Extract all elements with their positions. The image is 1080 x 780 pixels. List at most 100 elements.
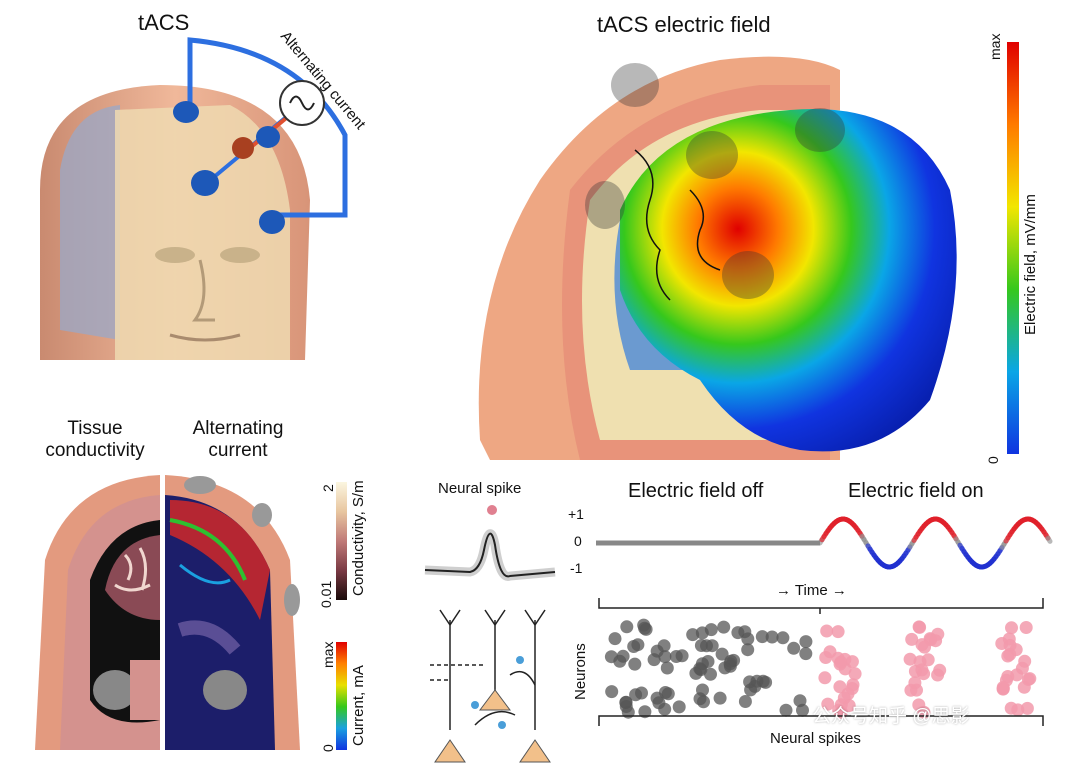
panel-spikes: Neural spike Electric field off Electric… [410, 460, 1080, 760]
electrode-shadow-2 [686, 131, 738, 179]
spike-dot-on [1005, 621, 1018, 634]
spike-dot-off [619, 696, 632, 709]
spike-dot-off [741, 643, 754, 656]
spike-dot-on [832, 625, 845, 638]
spike-dot-on [1018, 655, 1031, 668]
spike-dot-off [696, 684, 709, 697]
electrode-shadow-4 [585, 181, 625, 229]
spike-dot-off [700, 639, 713, 652]
panel-electric-field: tACS electric field max [460, 0, 1080, 460]
spike-dot-off [686, 628, 699, 641]
time-bracket [598, 596, 1048, 616]
spike-dot-off [751, 675, 764, 688]
electrode-shadow-1 [611, 63, 659, 107]
brain-field-illustration [460, 40, 1020, 460]
field-on-label: Electric field on [848, 480, 984, 503]
field-trace [596, 510, 1056, 580]
field-off-label: Electric field off [628, 480, 763, 503]
current-title-line2: current [208, 440, 267, 461]
head-slice-illustration [30, 470, 330, 750]
slice-electrode-3 [284, 584, 300, 616]
spike-dot-on [819, 651, 832, 664]
spike-dot-off [658, 650, 671, 663]
conductivity-title: Conductivity, S/m [350, 480, 367, 596]
neural-spike-title: Neural spike [438, 480, 521, 497]
spike-dot-off [637, 619, 650, 632]
synapse-1 [516, 656, 524, 664]
spike-dot-off [714, 692, 727, 705]
synapse-2 [471, 701, 479, 709]
panel-conductivity: Tissue conductivity Alternating current … [0, 410, 400, 760]
electric-field-colorbar [1007, 42, 1019, 454]
spike-dot-off [705, 623, 718, 636]
neural-spikes-label: Neural spikes [770, 730, 861, 747]
spike-dot-on [1003, 648, 1016, 661]
neuron-soma-3 [520, 740, 550, 762]
spike-dot-off [794, 694, 807, 707]
spike-dot-on [834, 658, 847, 671]
slice-right-sinus [203, 670, 247, 710]
spike-dot-off [620, 620, 633, 633]
spike-dot-on [997, 681, 1010, 694]
spike-dot-off [724, 660, 737, 673]
spike-dot-on [931, 669, 944, 682]
spike-dot-on [1020, 621, 1033, 634]
electrode-1 [173, 101, 199, 123]
conductivity-bottom-label: 0.01 [318, 581, 334, 608]
spike-dot-off [617, 650, 630, 663]
spike-dot-off [739, 695, 752, 708]
electrode-2 [191, 170, 219, 196]
spike-dot-on [904, 684, 917, 697]
slice-electrode-1 [184, 476, 216, 494]
electrode-back [232, 137, 254, 159]
spike-dot-off [670, 650, 683, 663]
y-tick-plus1: +1 [568, 506, 584, 522]
tissue-title-line1: Tissue [67, 418, 122, 439]
neuron-diagram [430, 610, 545, 730]
spike-dot-on [1023, 672, 1036, 685]
spike-dot-off [605, 650, 618, 663]
spike-dot-off [609, 632, 622, 645]
brain-mesh-left [60, 105, 120, 340]
y-tick-minus1: -1 [570, 560, 582, 576]
spike-dot-on [1003, 633, 1016, 646]
electrode-shadow-3 [722, 251, 774, 299]
current-title-line1: Alternating [193, 418, 284, 439]
colorbar-max-label: max [987, 34, 1003, 60]
current-title: Alternating current [173, 418, 303, 462]
spike-dot-off [628, 658, 641, 671]
spike-dot-off [661, 662, 674, 675]
tissue-title-line2: conductivity [45, 440, 144, 461]
synapse-3 [498, 721, 506, 729]
colorbar-title: Electric field, mV/mm [1022, 194, 1039, 335]
spike-dot-off [697, 695, 710, 708]
y-tick-zero: 0 [574, 533, 582, 549]
slice-electrode-2 [252, 503, 272, 527]
spike-dot-off [651, 692, 664, 705]
electrode-shadow-5 [795, 108, 845, 152]
neuron-soma-1 [480, 690, 510, 710]
spike-dot-on [931, 628, 944, 641]
panel-tacs: tACS Alternating current [0, 0, 400, 400]
spike-dot-on [1010, 668, 1023, 681]
spike-dot-off [702, 655, 715, 668]
electrode-3 [256, 126, 280, 148]
spike-dot-off [766, 631, 779, 644]
spike-dot-off [631, 638, 644, 651]
current-colorbar [336, 642, 347, 750]
spike-dot-on [916, 638, 929, 651]
spike-dot-off [717, 621, 730, 634]
conductivity-colorbar [336, 482, 347, 600]
spike-dot-off [605, 685, 618, 698]
spike-dot-off [799, 647, 812, 660]
spike-dot-on [849, 667, 862, 680]
electrode-4 [259, 210, 285, 234]
spike-dot-off [787, 642, 800, 655]
current-top-label: max [320, 642, 336, 668]
spike-and-neurons-illustration [420, 500, 560, 780]
spike-dot-on [846, 682, 859, 695]
tacs-head-illustration [0, 0, 400, 400]
spike-dot-off [731, 626, 744, 639]
current-bottom-label: 0 [320, 744, 336, 752]
tissue-title: Tissue conductivity [22, 418, 168, 462]
